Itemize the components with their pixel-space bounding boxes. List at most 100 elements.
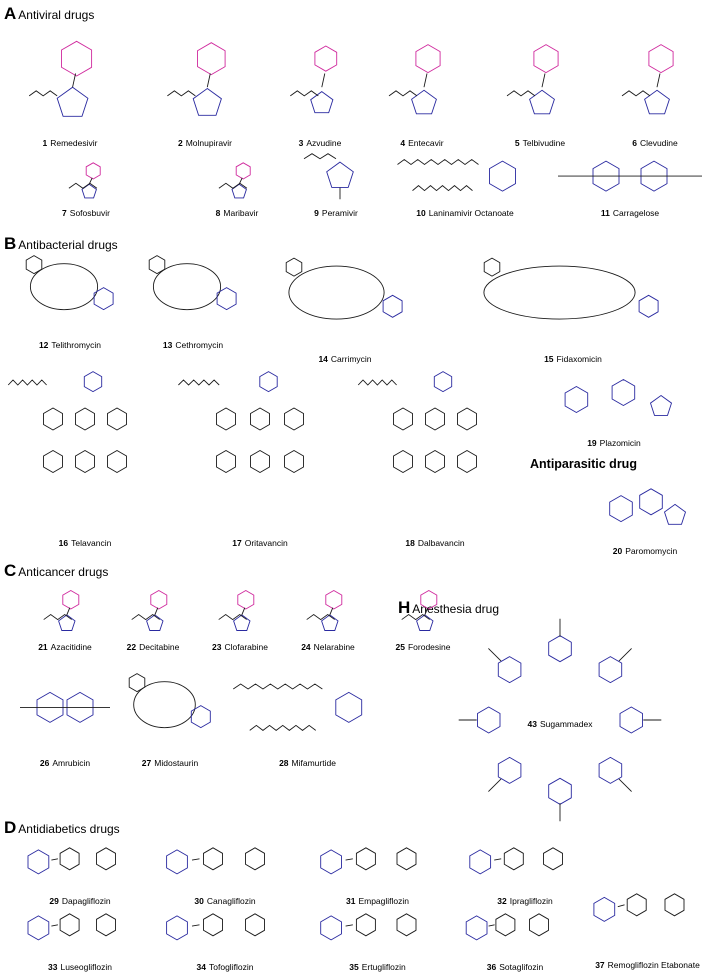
macrolactone-ring [29,263,99,311]
lipid-tail [7,379,47,386]
aromatic-ring [457,449,477,474]
glycosidic-bond [656,73,661,88]
c-glycoside-bond [494,858,502,861]
macrolactone-ring [288,265,385,320]
compound-number: 13 [162,340,173,350]
base-ring [420,589,438,610]
aromatic-ring [43,407,63,431]
compound-name: Laninamivir Octanoate [428,208,514,218]
fatty-chain-2 [249,724,317,731]
glycosidic-bond [206,73,211,88]
vancosamine-ring [259,371,278,393]
sugar-ring-1 [36,691,64,723]
sugar-ring [416,614,434,631]
compound-name: Dalbavancin [417,538,465,548]
compound-name: Telbivudine [522,138,566,148]
desosamine-ring [190,705,211,729]
compound-name: Remogliflozin Etabonate [607,960,700,970]
aromatic-ring [75,407,95,431]
compound-number: 27 [141,758,152,768]
compound-number: 9 [314,208,319,218]
aryl-ring-2 [396,913,417,937]
structure-10 [397,158,516,192]
compound-number: 17 [232,538,242,548]
compound-number: 16 [58,538,69,548]
structure-11 [558,160,702,192]
lipid-tail [178,379,220,386]
sugar-ring [489,160,516,192]
side-chain [28,90,58,97]
aryl-ring-2 [529,913,549,937]
aromatic-ring [128,673,146,693]
c-glycoside-bond [51,858,58,861]
sugar-ring-2 [640,160,668,192]
structure-22 [131,589,168,631]
compound-number: 29 [49,896,59,906]
aromatic-ring [284,449,304,474]
compound-name: Oritavancin [244,538,288,548]
compound-number: 2 [177,138,183,148]
compound-name: Ipragliflozin [509,896,553,906]
aromatic-ring [425,449,445,474]
macrolactone-ring [483,265,636,320]
thioether-arm [618,778,632,792]
glucose-ring [27,915,50,941]
base-ring [325,589,343,610]
structure-33 [27,913,116,941]
aryl-ring-2 [664,893,685,917]
glucose-ring [469,849,492,875]
structure-17 [178,371,304,474]
compound-number: 23 [212,642,222,652]
compound-name: Fidaxomicin [556,354,602,364]
c-glycoside-bond [191,924,200,927]
compound-name: Clevudine [639,138,678,148]
aromatic-ring [285,257,303,277]
aromatic-ring [483,257,501,277]
compound-number: 10 [416,208,426,218]
sugar-ring [310,91,334,114]
aryl-ring-2 [96,847,116,871]
vancosamine-ring [433,371,453,393]
compound-name: Paromomycin [625,546,678,556]
sugar-ring-1 [592,160,620,192]
aryl-ring-1 [355,847,376,871]
structure-19 [564,378,673,416]
base-ring [85,162,101,180]
compound-number: 32 [497,896,507,906]
aminosugar-ring-3 [649,394,673,416]
base-ring [648,44,674,74]
sugar-ring [146,614,164,631]
aryl-ring-1 [59,847,80,871]
base-ring [61,40,93,77]
structure-29 [27,847,116,875]
aminosugar-ring-2 [639,488,663,516]
compound-number: 25 [395,642,405,652]
compound-name: Luseogliflozin [60,962,112,972]
structure-32 [469,847,563,875]
desosamine-ring [638,294,659,318]
compound-number: 30 [194,896,204,906]
compound-number: 37 [595,960,605,970]
glycosidic-bond [66,607,71,616]
glycosidic-bond [321,73,326,88]
sugar-ring [529,89,555,115]
